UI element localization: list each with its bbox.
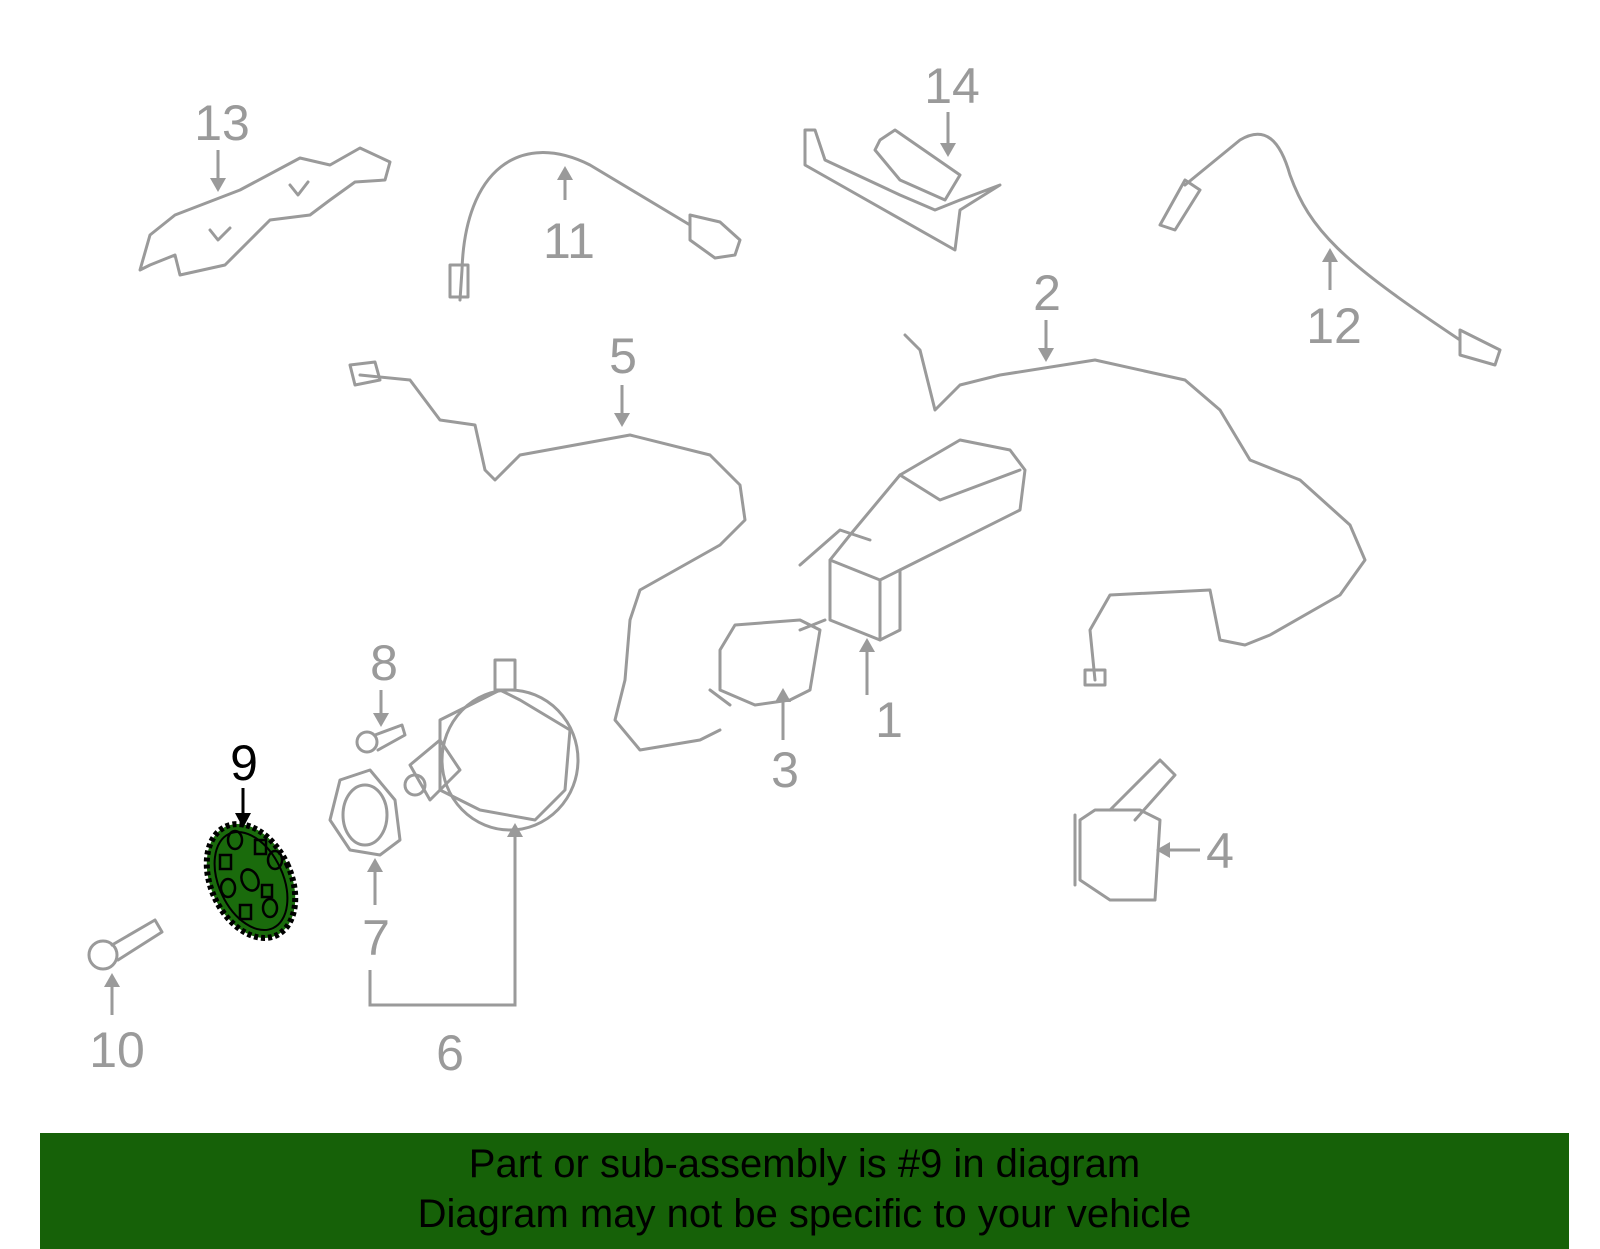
part-4-leak-pump[interactable] xyxy=(1073,758,1177,902)
callout-2: 2 xyxy=(1033,265,1061,321)
part-1-canister[interactable] xyxy=(798,438,1027,642)
part-8-bolt[interactable] xyxy=(355,723,407,754)
callout-1: 1 xyxy=(875,692,903,748)
part-11-oxygen-sensor[interactable] xyxy=(448,151,742,302)
part-12-oxygen-sensor[interactable] xyxy=(1158,132,1502,367)
callout-5: 5 xyxy=(609,328,637,384)
part-7-gasket[interactable] xyxy=(328,768,402,857)
callout-11: 11 xyxy=(543,213,595,269)
callout-12: 12 xyxy=(1306,298,1362,354)
part-13-heat-shield[interactable] xyxy=(138,146,392,277)
callout-9: 9 xyxy=(230,735,258,791)
part-5-hose[interactable] xyxy=(348,360,747,752)
callout-8: 8 xyxy=(370,635,398,691)
part-9-sprocket[interactable] xyxy=(189,810,312,953)
callout-3: 3 xyxy=(771,742,799,798)
callout-6: 6 xyxy=(436,1025,464,1081)
part-14-bracket[interactable] xyxy=(803,128,1002,252)
callout-arrows xyxy=(104,112,1338,1015)
callout-14: 14 xyxy=(924,58,980,114)
part-6-vacuum-pump[interactable] xyxy=(403,658,580,832)
callout-4: 4 xyxy=(1206,823,1234,879)
part-3-purge-valve[interactable] xyxy=(708,618,827,707)
info-banner: Part or sub-assembly is #9 in diagram Di… xyxy=(40,1133,1569,1249)
part-10-bolt[interactable] xyxy=(87,918,164,971)
callout-7: 7 xyxy=(362,910,390,966)
banner-line-part: Part or sub-assembly is #9 in diagram xyxy=(468,1142,1141,1186)
banner-line-disclaimer: Diagram may not be specific to your vehi… xyxy=(417,1192,1192,1236)
callout-13: 13 xyxy=(194,95,250,151)
callout-10: 10 xyxy=(89,1022,145,1078)
part-2-hose[interactable] xyxy=(903,333,1367,687)
